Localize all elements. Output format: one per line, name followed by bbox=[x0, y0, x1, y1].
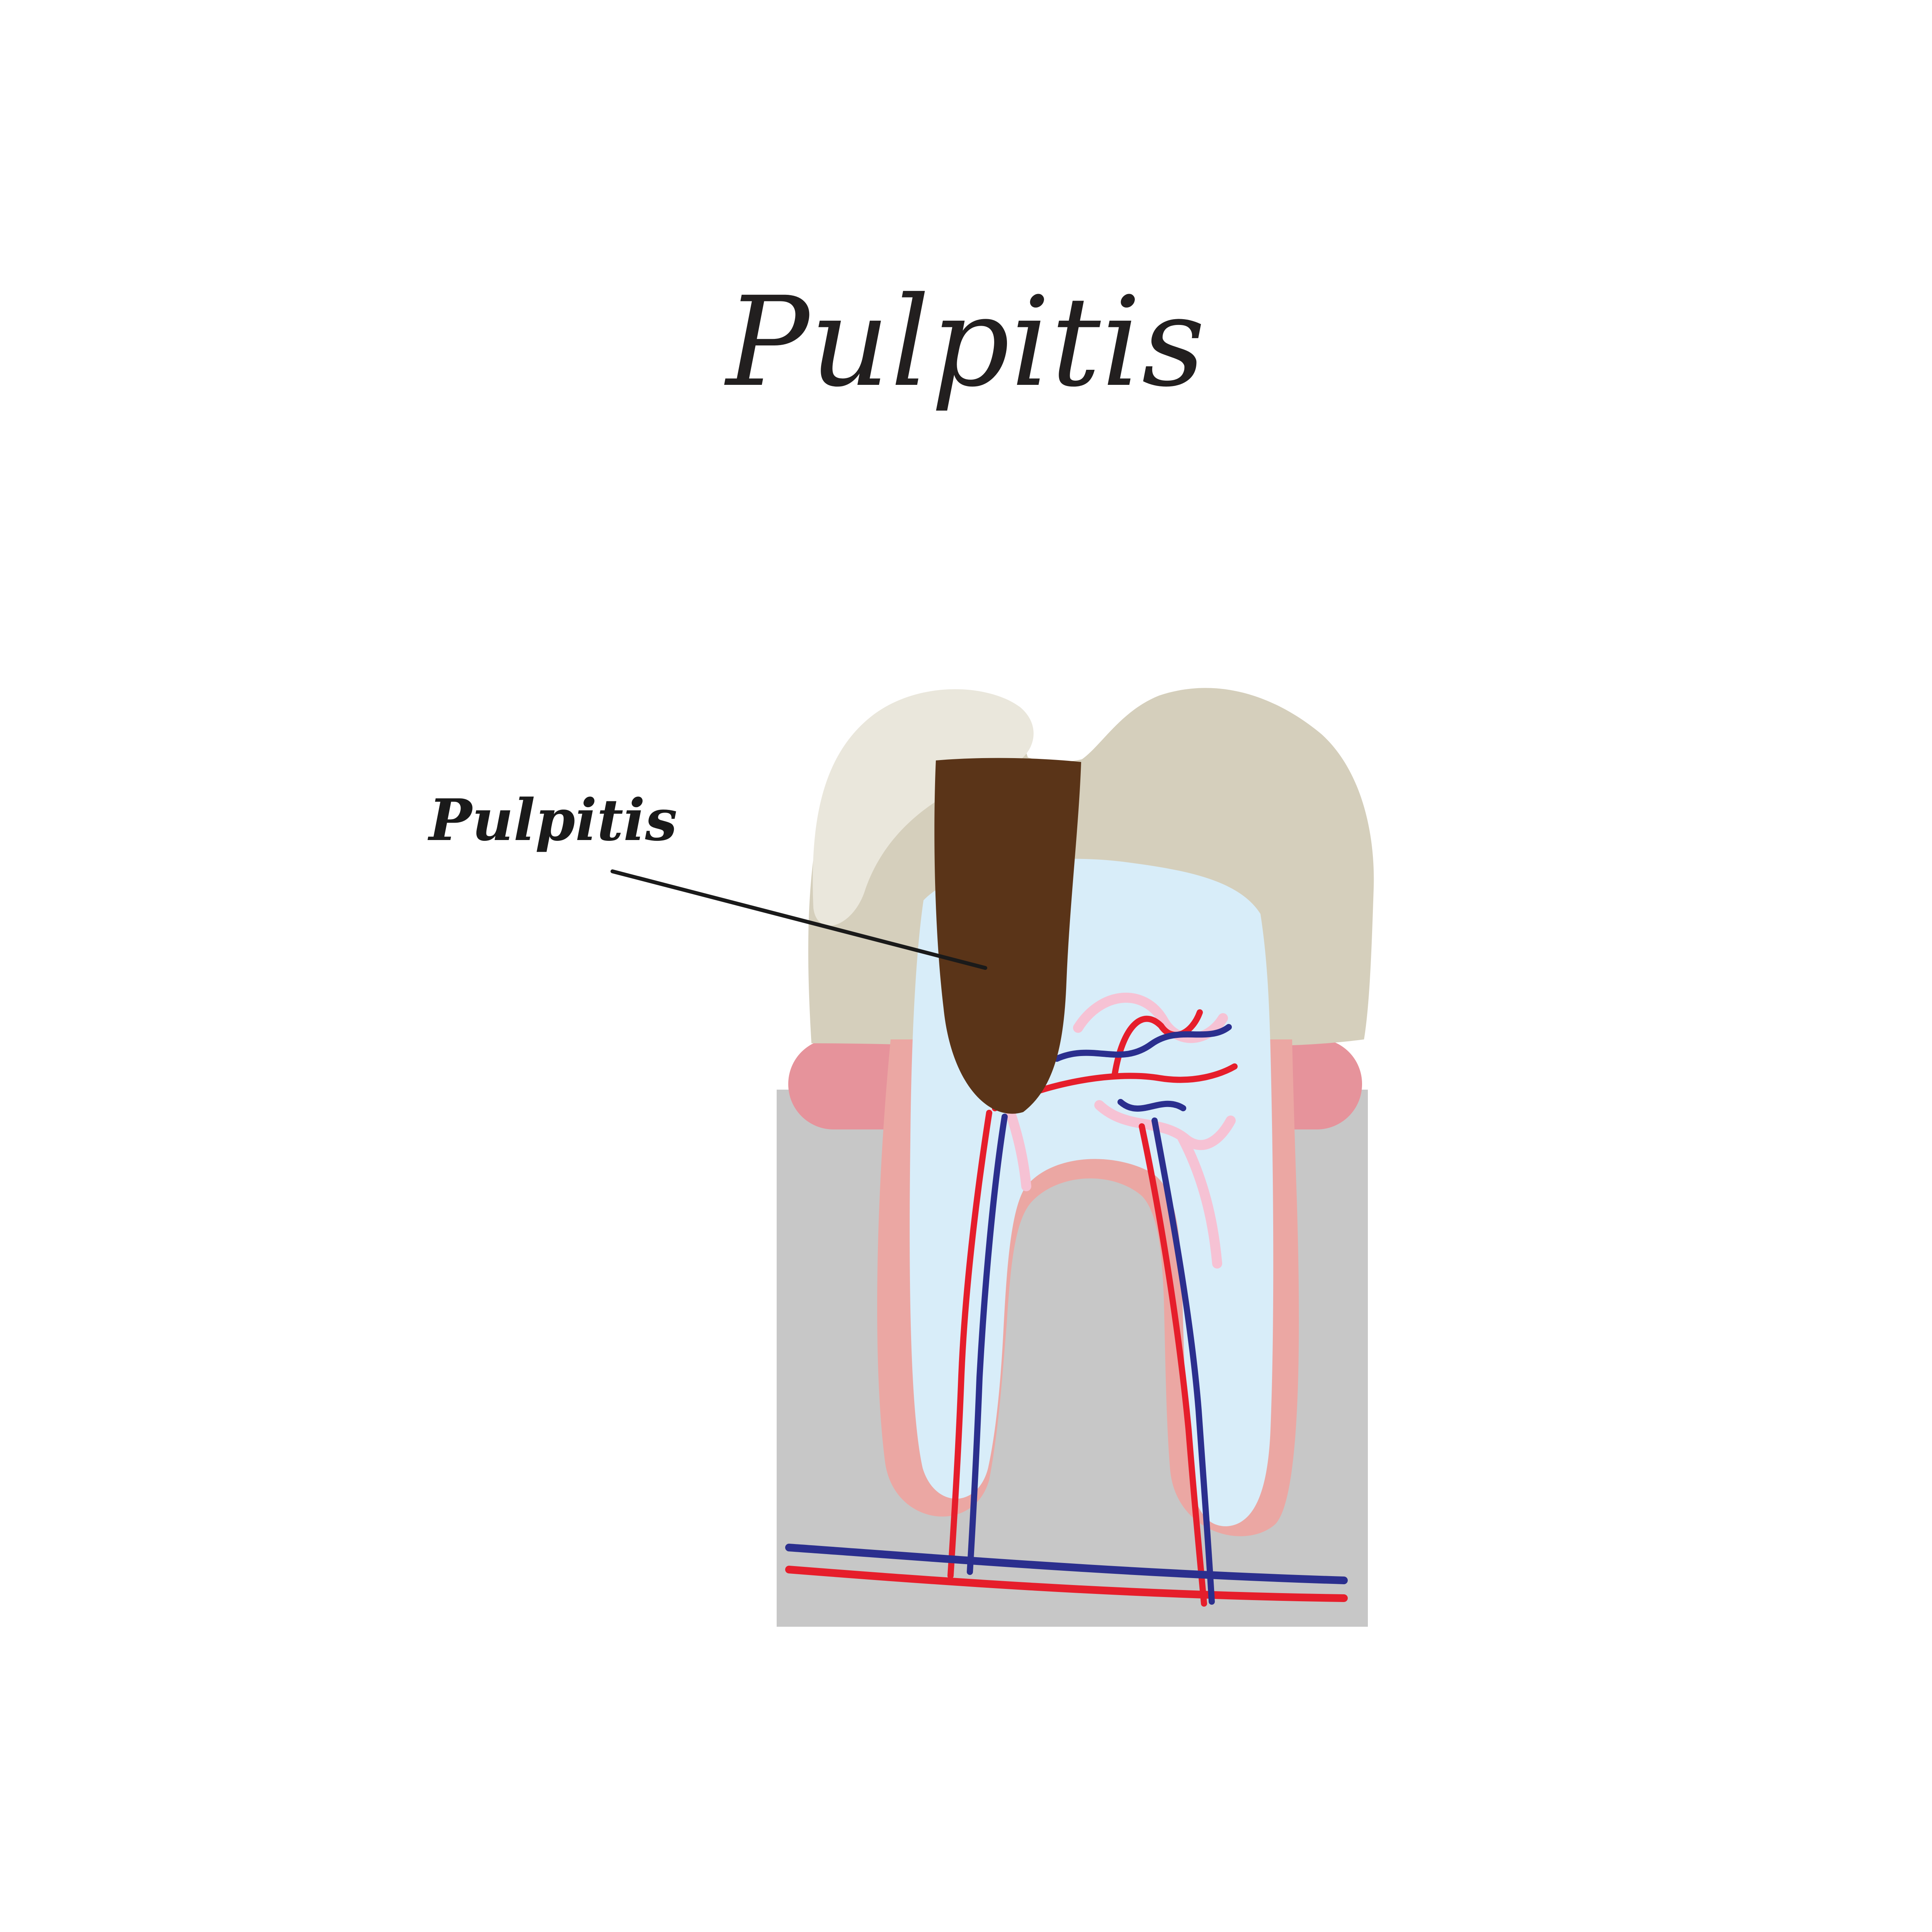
red-vessel-left-root bbox=[947, 1110, 992, 1579]
blue-vessel bbox=[1054, 1024, 1232, 1062]
decay-pulpitis-shape bbox=[934, 758, 1081, 1114]
pulpitis-label: Pulpitis bbox=[429, 786, 677, 854]
blue-vessel bbox=[1117, 1099, 1186, 1112]
red-vessel-right-root bbox=[1139, 1123, 1207, 1607]
red-vessel-bottom bbox=[785, 1566, 1348, 1602]
leader-line bbox=[611, 869, 987, 970]
blue-vessel-right-root bbox=[1151, 1117, 1215, 1605]
blood-vessels-blue bbox=[785, 1024, 1348, 1605]
pulp-capillaries-pink bbox=[1005, 993, 1236, 1269]
pink-vessel bbox=[1177, 1133, 1222, 1269]
pink-vessel bbox=[1005, 1108, 1031, 1191]
blue-vessel-bottom bbox=[785, 1544, 1348, 1584]
crown-highlight-shape bbox=[813, 689, 1034, 926]
red-vessel bbox=[1112, 1009, 1203, 1077]
blood-vessels-red bbox=[785, 1009, 1348, 1607]
page-title: Pulpitis bbox=[726, 270, 1206, 414]
blue-vessel-left-root bbox=[967, 1114, 1008, 1575]
